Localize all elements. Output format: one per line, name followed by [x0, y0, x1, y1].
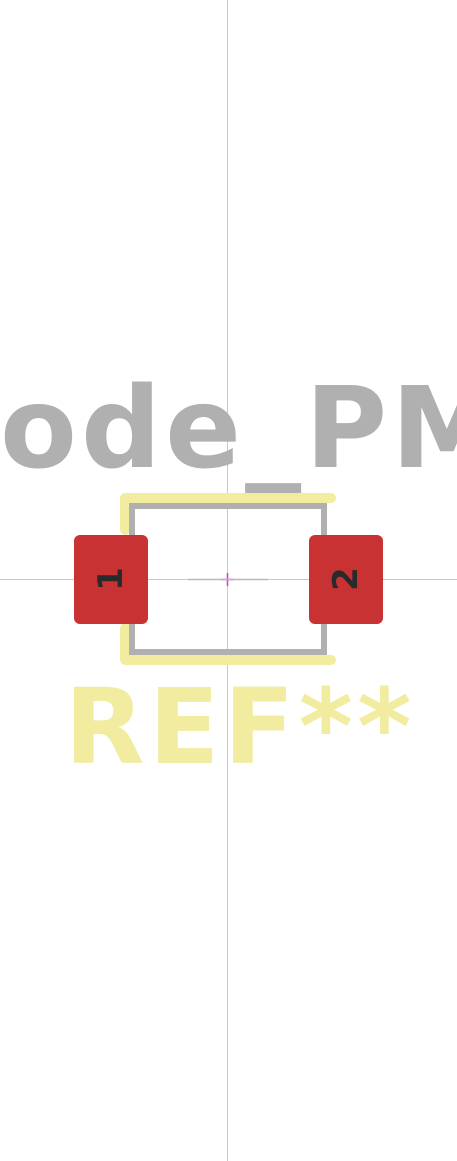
- pad-2-copper[interactable]: [309, 535, 383, 624]
- pad-1[interactable]: 1: [74, 535, 148, 624]
- pad-2[interactable]: 2: [309, 535, 383, 624]
- footprint-reference-text: REF**: [65, 666, 416, 788]
- silkscreen-outline: [120, 493, 336, 665]
- pad-1-copper[interactable]: [74, 535, 148, 624]
- silkscreen-top-bracket: [120, 493, 336, 535]
- silkscreen-bottom-bracket: [120, 623, 336, 665]
- pad-2-number: 2: [326, 567, 366, 591]
- footprint-value-text: ode_PMD: [0, 364, 457, 494]
- pad-1-number: 1: [91, 567, 131, 591]
